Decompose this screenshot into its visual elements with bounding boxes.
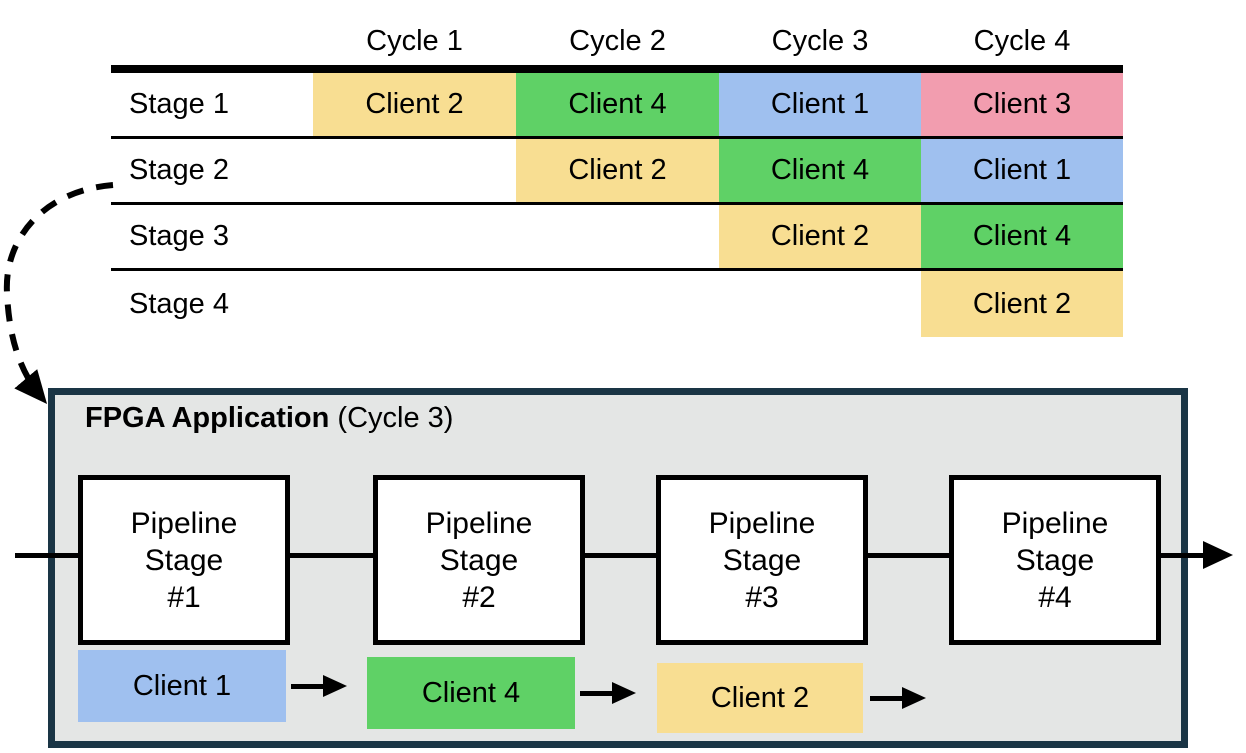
arrow-bar (291, 684, 324, 689)
arrow-head-icon (612, 682, 636, 704)
pipeline-stage-4-box: Pipeline Stage #4 (949, 475, 1161, 645)
schedule-cell-empty (516, 271, 719, 337)
stage-text-line: Pipeline (1001, 506, 1109, 540)
schedule-table-header-row: Cycle 1 Cycle 2 Cycle 3 Cycle 4 (111, 18, 1123, 73)
stage-text-line: Stage (144, 543, 224, 577)
table-row-stage-3: Stage 3 Client 2 Client 4 (111, 205, 1123, 271)
pipeline-stage-3-box: Pipeline Stage #3 (656, 475, 868, 645)
schedule-cell-empty (313, 139, 516, 202)
table-row-stage-4: Stage 4 Client 2 (111, 271, 1123, 337)
stage-text-line: #4 (1038, 580, 1072, 614)
schedule-cell: Client 1 (719, 73, 921, 136)
arrow-bar (580, 691, 613, 696)
row-label: Stage 3 (129, 220, 229, 252)
client-chip-client-4: Client 4 (367, 657, 575, 729)
arrow-head-icon (902, 687, 926, 709)
stage-text-line: Stage (1015, 543, 1095, 577)
schedule-cell: Client 2 (516, 139, 719, 202)
table-corner-cell (111, 18, 313, 65)
column-header-cycle-1: Cycle 1 (366, 25, 463, 57)
client-chip-client-1: Client 1 (78, 650, 286, 722)
schedule-cell: Client 4 (921, 205, 1123, 268)
row-label: Stage 1 (129, 88, 229, 120)
fpga-title-bold: FPGA Application (85, 402, 330, 434)
table-row-stage-2: Stage 2 Client 2 Client 4 Client 1 (111, 139, 1123, 205)
row-label: Stage 2 (129, 154, 229, 186)
stage-text-line: Pipeline (130, 506, 238, 540)
client-chip-client-2: Client 2 (657, 663, 863, 733)
fpga-title-cycle: (Cycle 3) (329, 402, 454, 434)
schedule-cell: Client 3 (921, 73, 1123, 136)
stage-text-line: Stage (722, 543, 802, 577)
stage-text-line: Pipeline (708, 506, 816, 540)
schedule-table: Cycle 1 Cycle 2 Cycle 3 Cycle 4 Stage 1 … (111, 18, 1123, 337)
table-row-stage-1: Stage 1 Client 2 Client 4 Client 1 Clien… (111, 73, 1123, 139)
stage-text-line: #1 (167, 580, 201, 614)
row-label: Stage 4 (129, 287, 229, 320)
pipeline-exit-arrowhead-icon (1203, 541, 1233, 569)
schedule-cell-empty (313, 271, 516, 337)
arrow-head-icon (323, 675, 347, 697)
schedule-cell: Client 4 (719, 139, 921, 202)
pipeline-stage-1-box: Pipeline Stage #1 (78, 475, 290, 645)
stage-text-line: Stage (439, 543, 519, 577)
stage-text-line: Pipeline (425, 506, 533, 540)
schedule-cell: Client 1 (921, 139, 1123, 202)
schedule-cell: Client 4 (516, 73, 719, 136)
schedule-cell-empty (516, 205, 719, 268)
schedule-cell-empty (719, 271, 921, 337)
schedule-cell: Client 2 (719, 205, 921, 268)
column-header-cycle-4: Cycle 4 (973, 25, 1071, 57)
schedule-cell: Client 2 (313, 73, 516, 136)
fpga-box-title: FPGA Application (Cycle 3) (85, 401, 453, 435)
stage-text-line: #2 (462, 580, 496, 614)
pipeline-stage-2-box: Pipeline Stage #2 (373, 475, 585, 645)
arrow-bar (870, 696, 903, 701)
column-header-cycle-3: Cycle 3 (771, 25, 869, 57)
schedule-cell: Client 2 (921, 271, 1123, 337)
schedule-cell-empty (313, 205, 516, 268)
column-header-cycle-2: Cycle 2 (569, 25, 666, 57)
stage-text-line: #3 (745, 580, 779, 614)
pipeline-flow-line (15, 553, 1205, 558)
